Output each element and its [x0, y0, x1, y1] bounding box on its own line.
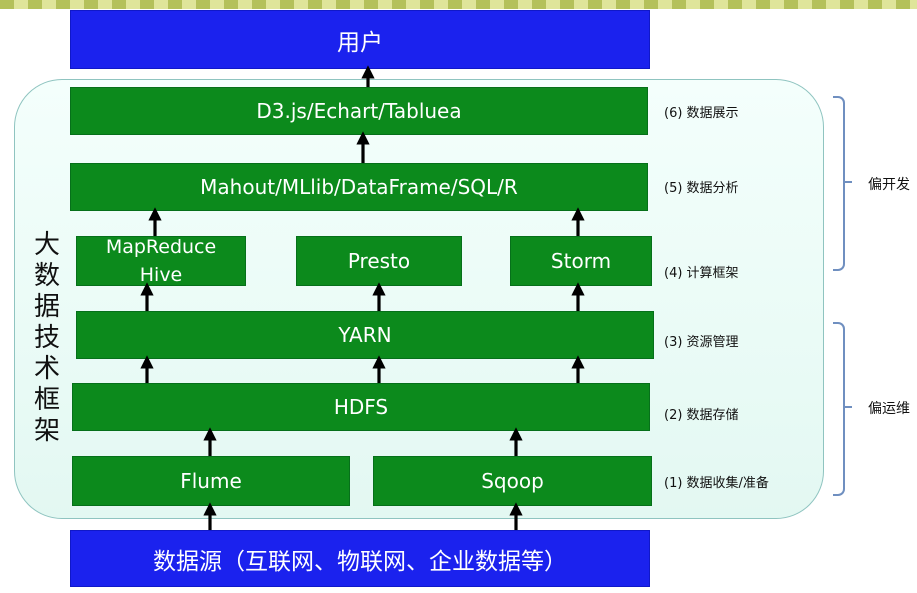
top-decorative-stripe [0, 0, 917, 9]
analysis-box: Mahout/MLlib/DataFrame/SQL/R [70, 163, 648, 211]
side-label-char: 数 [33, 261, 60, 291]
framework-container [14, 79, 824, 519]
yarn-box: YARN [76, 311, 654, 359]
side-label-char: 术 [33, 354, 60, 384]
side-label-char: 架 [33, 416, 60, 446]
framework-side-label: 大数据技术框架 [30, 230, 64, 447]
storm-box: Storm [510, 236, 652, 286]
layer-3-label: (3) 资源管理 [664, 335, 739, 350]
ops-group-brace-tip [845, 406, 852, 408]
layer-2-label: (2) 数据存储 [664, 408, 739, 423]
flume-box: Flume [72, 456, 350, 506]
layer-5-label: (5) 数据分析 [664, 181, 739, 196]
dev-group-label: 偏开发 [868, 177, 910, 193]
layer-4-label: (4) 计算框架 [664, 266, 739, 281]
ops-group-brace [833, 322, 845, 496]
visualization-box: D3.js/Echart/Tabluea [70, 87, 648, 135]
users-box: 用户 [70, 10, 650, 69]
layer-1-label: (1) 数据收集/准备 [664, 476, 769, 491]
side-label-char: 框 [33, 385, 60, 415]
presto-box: Presto [296, 236, 462, 286]
dev-group-brace [833, 96, 845, 271]
side-label-char: 技 [33, 323, 60, 353]
data-sources-box: 数据源（互联网、物联网、企业数据等） [70, 530, 650, 587]
sqoop-box: Sqoop [373, 456, 652, 506]
hdfs-box: HDFS [72, 383, 650, 431]
side-label-char: 据 [33, 292, 60, 322]
side-label-char: 大 [33, 230, 60, 260]
layer-6-label: (6) 数据展示 [664, 106, 739, 121]
mapreduce-hive-box: MapReduce Hive [76, 236, 246, 286]
dev-group-brace-tip [845, 181, 852, 183]
ops-group-label: 偏运维 [868, 401, 910, 417]
